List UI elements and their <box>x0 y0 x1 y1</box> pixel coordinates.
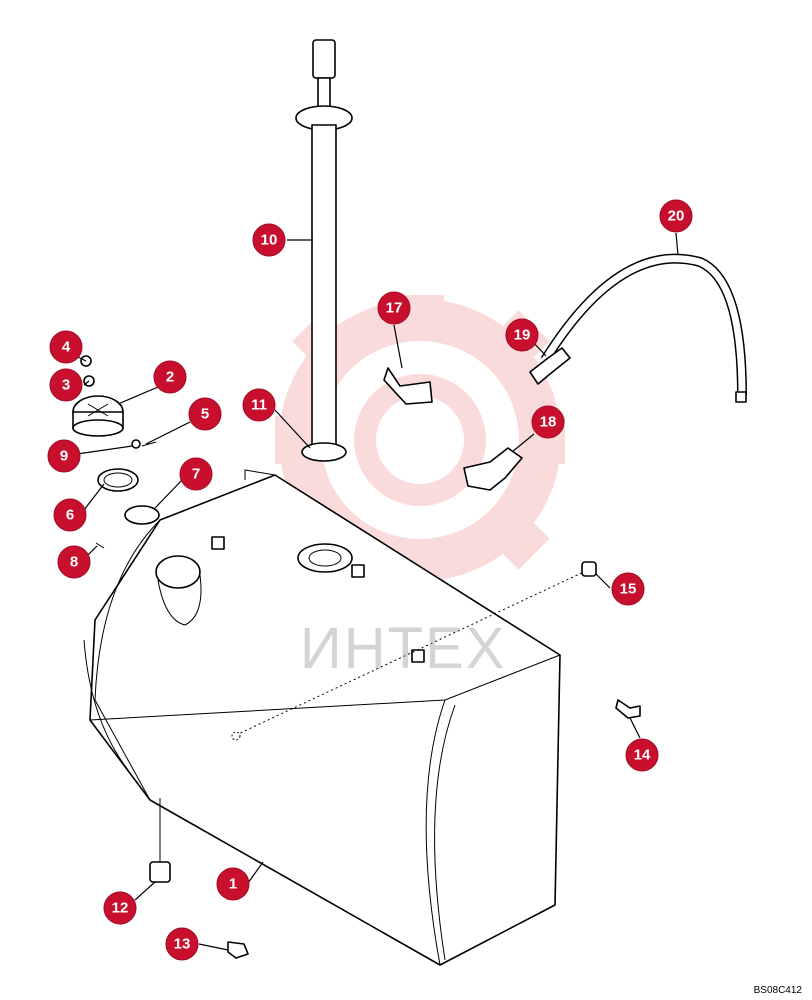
callout-19[interactable]: 19 <box>505 318 539 352</box>
callout-14[interactable]: 14 <box>625 738 659 772</box>
callout-20[interactable]: 20 <box>659 199 693 233</box>
callout-12[interactable]: 12 <box>103 891 137 925</box>
callout-10[interactable]: 10 <box>252 223 286 257</box>
svg-text:1: 1 <box>229 876 237 893</box>
svg-text:10: 10 <box>261 232 278 249</box>
svg-text:8: 8 <box>70 554 78 571</box>
svg-text:11: 11 <box>251 397 267 414</box>
callout-11[interactable]: 11 <box>242 388 276 422</box>
svg-text:7: 7 <box>192 466 200 483</box>
svg-text:4: 4 <box>62 339 71 356</box>
svg-text:3: 3 <box>62 377 70 394</box>
svg-text:15: 15 <box>620 581 637 598</box>
callout-9[interactable]: 9 <box>47 439 81 473</box>
callout-15[interactable]: 15 <box>611 572 645 606</box>
svg-text:19: 19 <box>514 327 531 344</box>
fuel-level-sender <box>295 39 353 462</box>
svg-text:9: 9 <box>60 448 68 465</box>
svg-text:12: 12 <box>112 900 129 917</box>
callout-4[interactable]: 4 <box>49 330 83 364</box>
plugs-and-elbows <box>149 561 641 959</box>
drawing-code: BS08C412 <box>753 985 802 996</box>
elbow-fittings <box>383 367 523 491</box>
callout-7[interactable]: 7 <box>179 457 213 491</box>
callout-markers: 1 2 3 4 5 6 7 <box>47 199 693 961</box>
fuel-hose <box>529 253 747 403</box>
svg-text:18: 18 <box>540 414 557 431</box>
svg-text:13: 13 <box>174 936 191 953</box>
callout-3[interactable]: 3 <box>49 368 83 402</box>
svg-text:17: 17 <box>386 300 403 317</box>
callout-17[interactable]: 17 <box>377 291 411 325</box>
callout-5[interactable]: 5 <box>188 397 222 431</box>
callout-13[interactable]: 13 <box>165 927 199 961</box>
svg-text:2: 2 <box>166 369 174 386</box>
callout-18[interactable]: 18 <box>531 405 565 439</box>
filler-cap-assembly <box>72 355 124 437</box>
svg-text:20: 20 <box>668 208 685 225</box>
fuel-tank <box>83 469 589 966</box>
callout-6[interactable]: 6 <box>53 498 87 532</box>
callout-8[interactable]: 8 <box>57 545 91 579</box>
callout-1[interactable]: 1 <box>216 867 250 901</box>
leader-lines <box>76 232 679 951</box>
watermark-text: ИНТЕХ <box>300 616 507 681</box>
svg-text:5: 5 <box>201 406 209 423</box>
svg-text:6: 6 <box>66 507 74 524</box>
callout-2[interactable]: 2 <box>153 360 187 394</box>
svg-text:14: 14 <box>634 747 651 764</box>
cap-seals-and-fasteners <box>95 439 160 549</box>
